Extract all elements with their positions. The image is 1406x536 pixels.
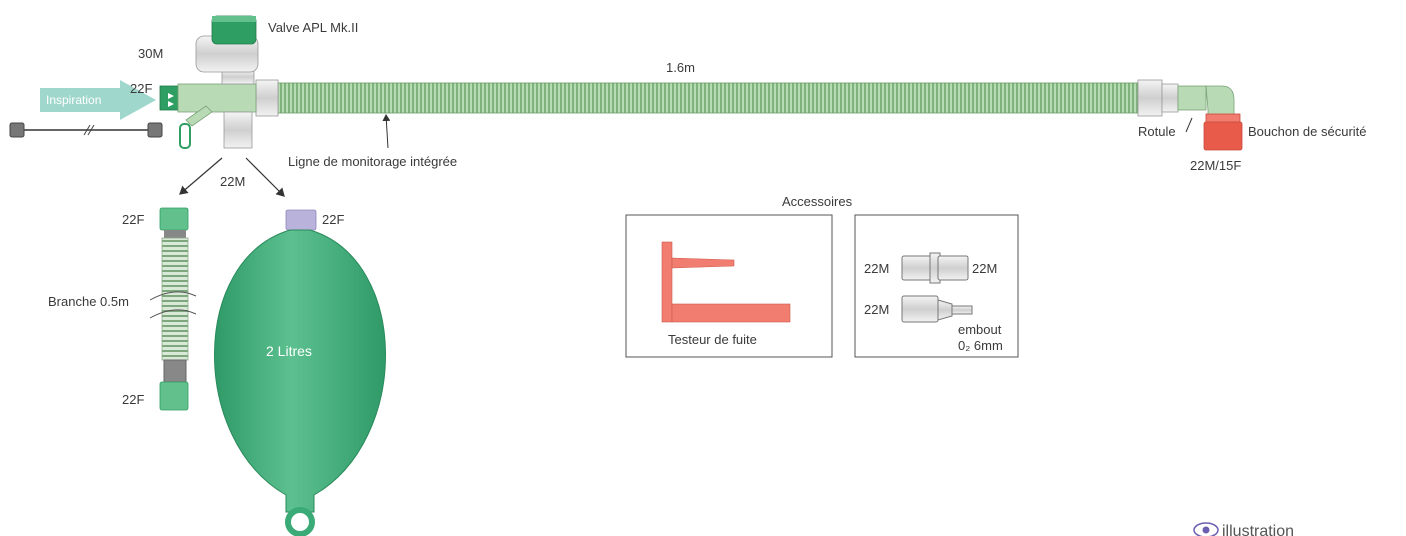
safety-cap-label: Bouchon de sécurité [1248, 124, 1367, 139]
patient-elbow [1161, 83, 1235, 117]
tube-length-label: 1.6m [666, 60, 695, 75]
port-22m-center-label: 22M [220, 174, 245, 189]
port-22f-left-label: 22F [130, 81, 152, 96]
tip-label-line1: embout [958, 322, 1002, 337]
accessory-box-leak-tester [625, 214, 833, 358]
leak-tester-label: Testeur de fuite [668, 332, 757, 347]
monitoring-pointer [382, 114, 391, 149]
main-corrugated-tube [255, 79, 1163, 117]
port-30m-label: 30M [138, 46, 163, 61]
watermark-text: illustration [1222, 523, 1294, 536]
accessories-title: Accessoires [782, 194, 853, 209]
valve-label: Valve APL Mk.II [268, 20, 358, 35]
monitoring-line [9, 122, 163, 138]
tip-left-label: 22M [864, 302, 889, 317]
eye-icon [1193, 522, 1219, 536]
reservoir-bag [214, 209, 386, 536]
adapter-left-label: 22M [864, 261, 889, 276]
branch-label: Branche 0.5m [48, 294, 129, 309]
monitoring-line-label: Ligne de monitorage intégrée [288, 154, 457, 169]
adapter-right-label: 22M [972, 261, 997, 276]
rotule-label: Rotule [1138, 124, 1176, 139]
branch-top-port-label: 22F [122, 212, 144, 227]
bag-pointer [245, 157, 285, 197]
bag-port-label: 22F [322, 212, 344, 227]
branch-bottom-port-label: 22F [122, 392, 144, 407]
inspiration-arrow-icon [40, 80, 156, 120]
bag-volume-label: 2 Litres [266, 343, 312, 359]
branch-limb [149, 207, 197, 411]
safety-cap [1203, 113, 1243, 151]
valve-assembly [159, 15, 259, 149]
branch-pointer [179, 157, 223, 195]
tip-label-line2: 0₂ 6mm [958, 338, 1003, 353]
port-22m15f-label: 22M/15F [1190, 158, 1241, 173]
inspiration-label: Inspiration [46, 93, 101, 107]
accessory-box-adapters [854, 214, 1019, 358]
rotule-pointer [1185, 117, 1193, 133]
